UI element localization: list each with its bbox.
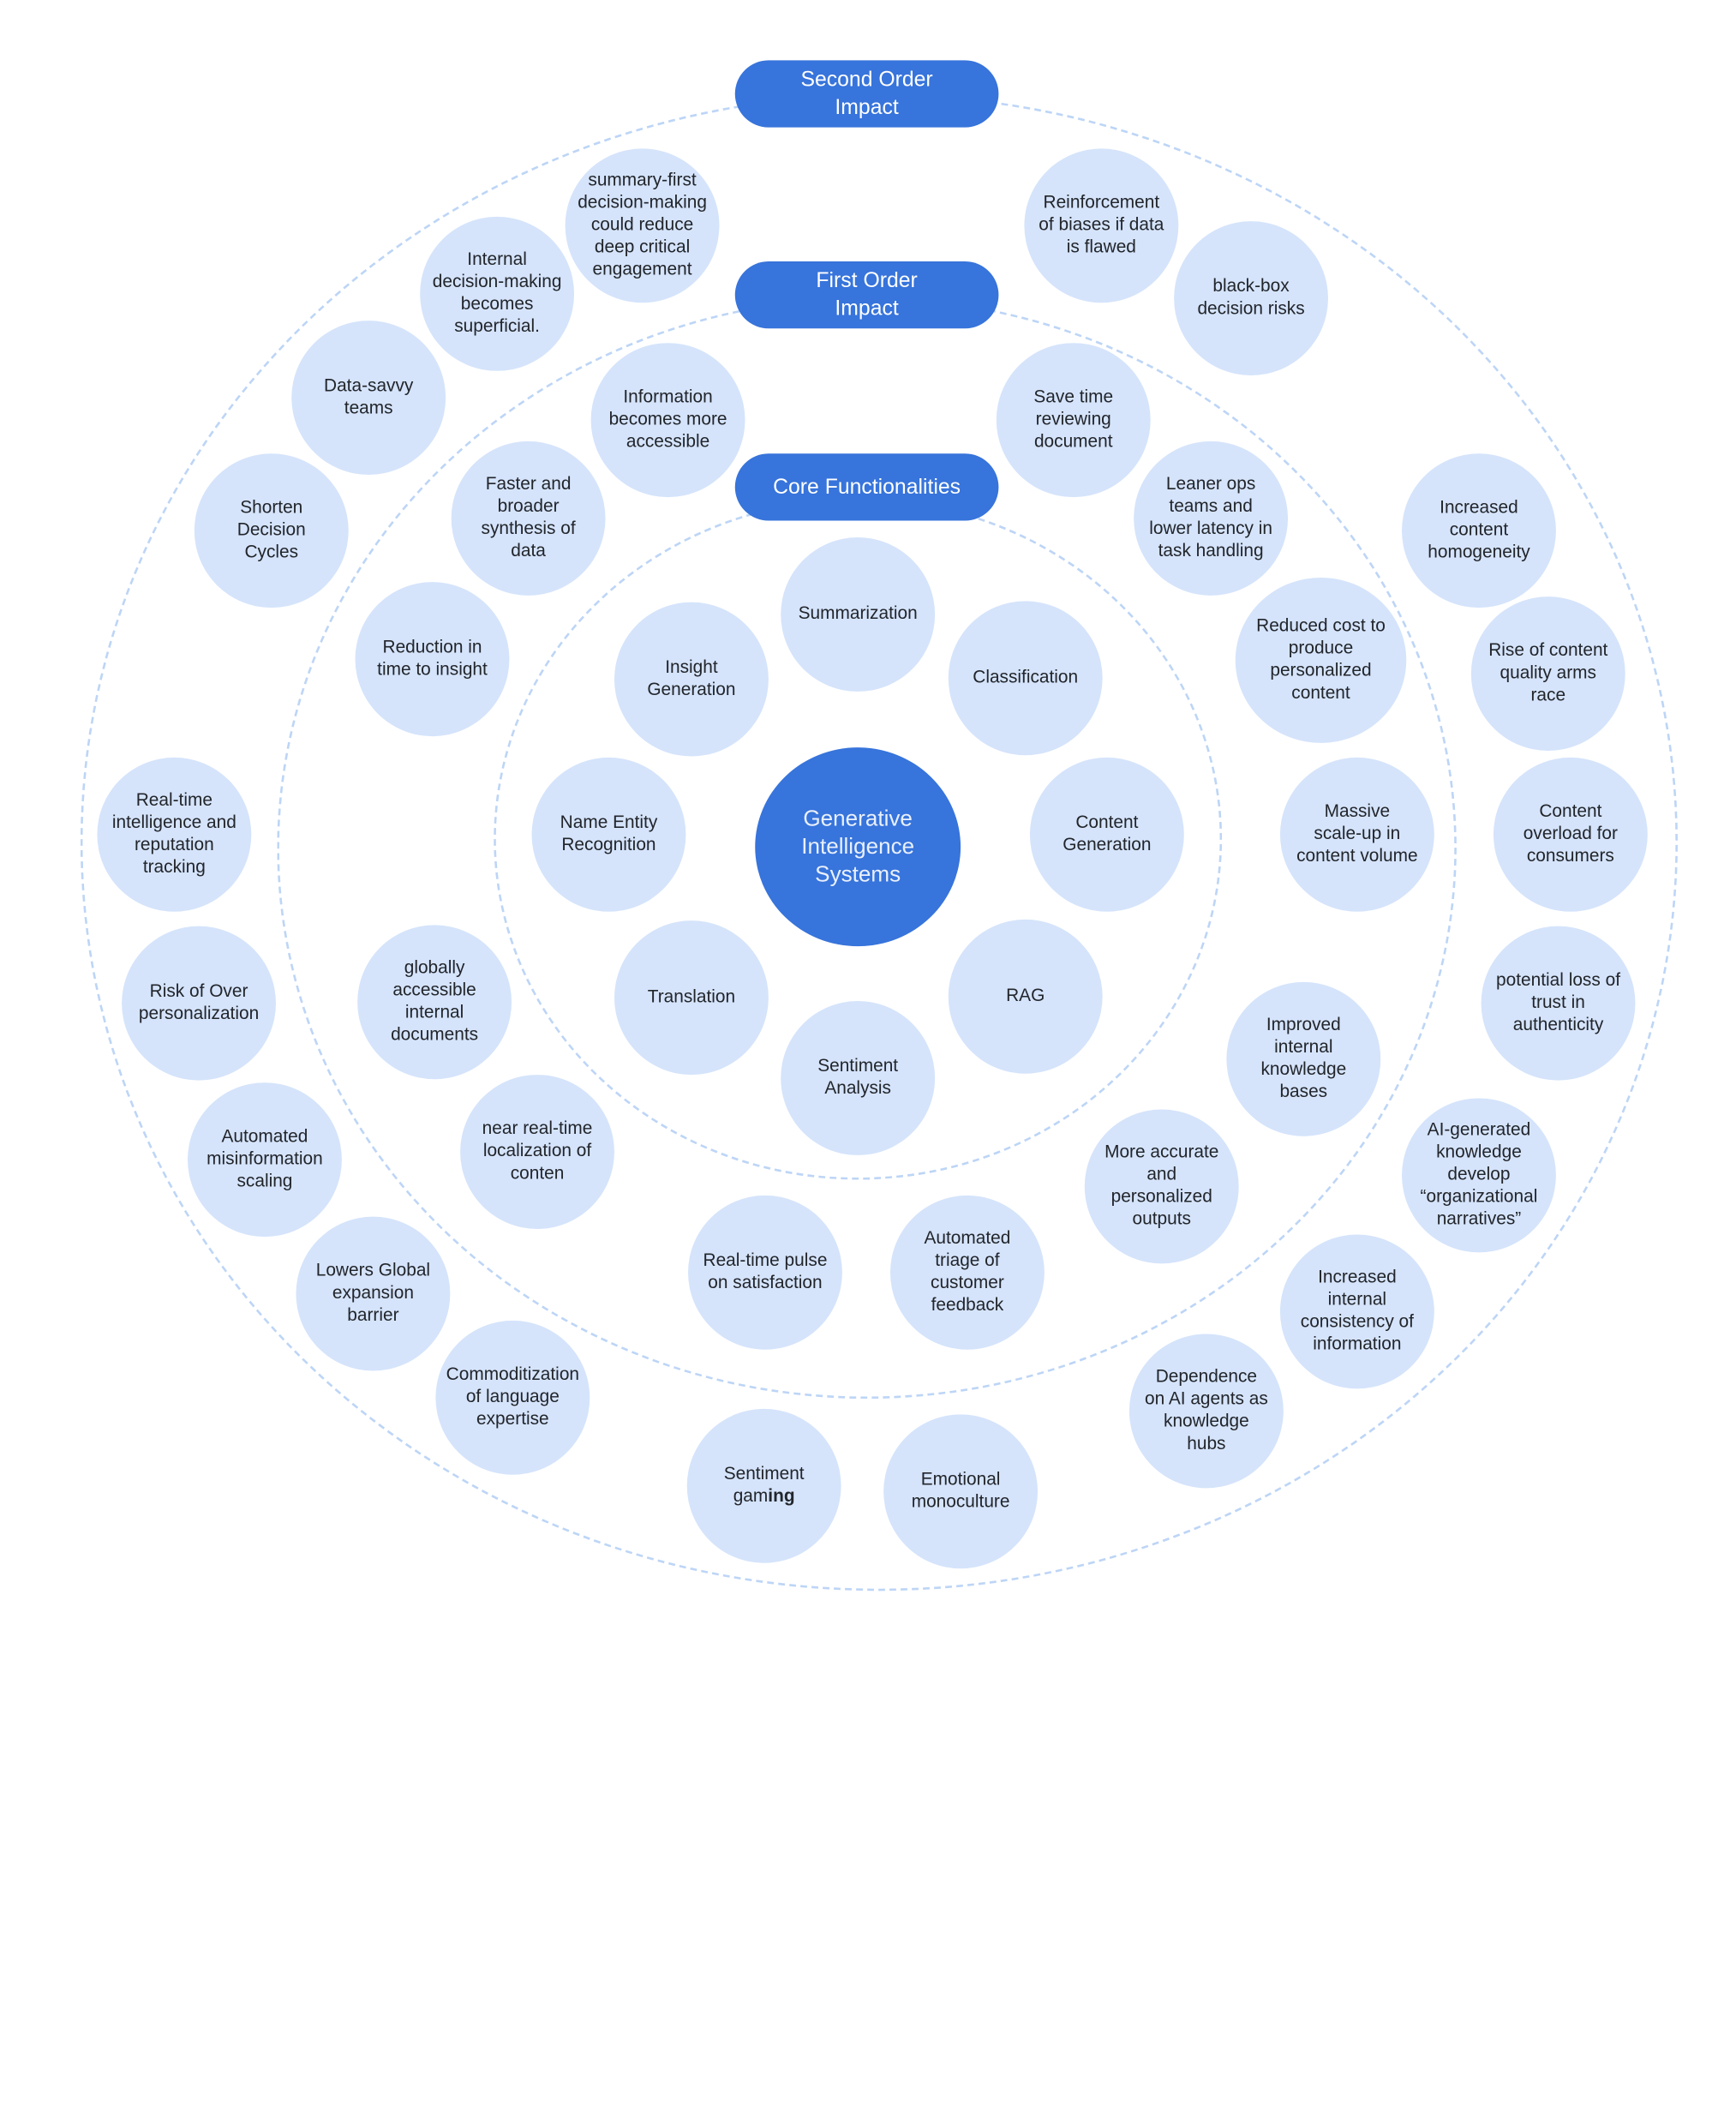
core-bubble-rag: RAG <box>948 919 1103 1074</box>
second-order-bubble: Increased internal consistency of inform… <box>1279 1234 1434 1389</box>
first-order-bubble: Real-time pulse on satisfaction <box>688 1195 842 1350</box>
center-node: Generative Intelligence Systems <box>755 747 961 947</box>
core-functionalities-label: Core Functionalities <box>734 453 999 521</box>
second-order-bubble: summary-first decision-making could redu… <box>565 148 720 303</box>
core-bubble-classification: Classification <box>948 601 1103 756</box>
core-bubble-named-entity-recognition: Name Entity Recognition <box>531 757 686 912</box>
second-order-bubble: Internal decision-making becomes superfi… <box>420 216 575 371</box>
first-order-bubble: Reduced cost to produce personalized con… <box>1235 577 1407 743</box>
second-order-bubble: Emotional monoculture <box>883 1414 1039 1569</box>
first-order-bubble: Information becomes more accessible <box>590 343 745 498</box>
second-order-bubble: black-box decision risks <box>1174 221 1328 376</box>
sentiment-gaming-line1: Sentiment <box>723 1465 805 1484</box>
core-bubble-content-generation: Content Generation <box>1029 757 1184 912</box>
first-order-label: First Order Impact <box>734 261 999 329</box>
second-order-bubble: Commoditization of language expertise <box>435 1320 590 1475</box>
second-order-bubble: Automated misinformation scaling <box>188 1082 342 1238</box>
first-order-bubble: More accurate and personalized outputs <box>1084 1109 1239 1264</box>
second-order-bubble: Risk of Over personalization <box>122 926 276 1081</box>
first-order-bubble: Leaner ops teams and lower latency in ta… <box>1134 441 1289 596</box>
second-order-bubble-sentiment-gaming: Sentiment gaming <box>686 1408 841 1563</box>
second-order-bubble: AI-generated knowledge develop “organiza… <box>1402 1098 1556 1253</box>
second-order-bubble: Content overload for consumers <box>1493 757 1648 912</box>
second-order-bubble: Reinforcement of biases if data is flawe… <box>1024 148 1179 303</box>
first-order-bubble: Massive scale-up in content volume <box>1279 757 1434 912</box>
second-order-bubble: Dependence on AI agents as knowledge hub… <box>1128 1334 1284 1489</box>
sentiment-gaming-line2-regular: gam <box>733 1487 769 1507</box>
core-bubble-translation: Translation <box>614 920 769 1076</box>
core-bubble-sentiment-analysis: Sentiment Analysis <box>781 1001 936 1155</box>
first-order-bubble: Reduction in time to insight <box>355 582 510 737</box>
core-bubble-summarization: Summarization <box>781 537 936 692</box>
second-order-label: Second Order Impact <box>734 60 999 128</box>
first-order-bubble: Automated triage of customer feedback <box>889 1195 1045 1350</box>
sentiment-gaming-line2-bold: ing <box>768 1487 795 1507</box>
second-order-bubble: Shorten Decision Cycles <box>194 453 349 608</box>
second-order-bubble: Lowers Global expansion barrier <box>296 1216 451 1371</box>
first-order-bubble: near real-time localization of conten <box>460 1075 614 1229</box>
second-order-bubble: Data-savvy teams <box>291 321 446 476</box>
second-order-bubble: Increased content homogeneity <box>1402 453 1556 608</box>
first-order-bubble: Save time reviewing document <box>996 343 1151 498</box>
core-bubble-insight-generation: Insight Generation <box>614 602 769 757</box>
second-order-bubble: Real-time intelligence and reputation tr… <box>97 757 252 912</box>
first-order-bubble: globally accessible internal documents <box>357 925 512 1080</box>
first-order-bubble: Faster and broader synthesis of data <box>451 441 606 596</box>
first-order-bubble: Improved internal knowledge bases <box>1226 981 1381 1136</box>
second-order-bubble: Rise of content quality arms race <box>1470 596 1625 752</box>
second-order-bubble: potential loss of trust in authenticity <box>1481 926 1636 1081</box>
sentiment-gaming-text: Sentiment gaming <box>724 1464 805 1508</box>
